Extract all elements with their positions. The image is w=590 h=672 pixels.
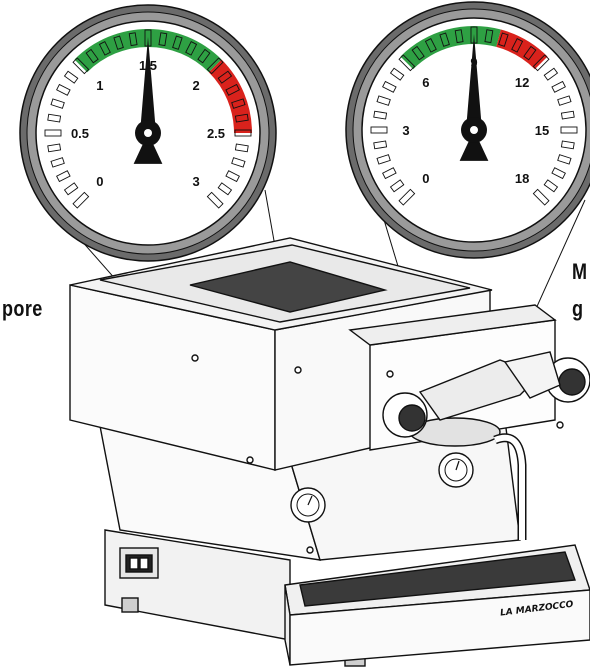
gauge-red-zone (208, 59, 252, 134)
gauge-label: 3 (402, 123, 409, 138)
gauge-label: 6 (422, 75, 429, 90)
gauge-tick (382, 80, 397, 93)
gauge-tick (398, 188, 416, 206)
callout-label-left: pore (2, 296, 43, 321)
gauge-tick (47, 143, 62, 153)
gauge-tick (424, 38, 437, 53)
gauge-green-zone (400, 25, 501, 70)
gauge-tick (50, 157, 65, 168)
gauge-tick (197, 48, 211, 64)
gauge-tick (234, 129, 252, 137)
gauge-tick (185, 41, 198, 56)
gauge-tick (560, 140, 575, 150)
gauge-tick (389, 67, 405, 81)
gauge-red-zone (496, 29, 548, 70)
gauge-tick (543, 179, 559, 193)
gauge-label: 2.5 (207, 126, 225, 141)
callout-label-right-line1: M (572, 259, 588, 284)
gauge-tick (484, 29, 494, 44)
gauge-tick (47, 113, 62, 123)
gauge-tick (225, 170, 240, 183)
gauge-tick (389, 179, 405, 193)
gauge-tick (231, 157, 246, 168)
gauge-tick (85, 48, 99, 64)
gauge-tick (376, 95, 391, 106)
gauge-tick (217, 182, 233, 196)
gauge-tick (382, 167, 397, 180)
gauge-tick (498, 32, 509, 47)
gauge-tick (98, 41, 111, 56)
pressure-gauge-left: 00.511.522.53 (19, 4, 277, 262)
gauge-tick (532, 188, 550, 206)
gauge-tick (72, 191, 90, 209)
gauge-tick (511, 38, 524, 53)
gauge-tick (231, 98, 246, 109)
machine-body (69, 237, 590, 667)
gauge-label: 0 (96, 174, 103, 189)
gauge-tick (376, 154, 391, 165)
gauge-tick (72, 57, 90, 75)
gauge-hub-center (470, 126, 478, 134)
gauge-tick (411, 45, 425, 61)
gauge-tick (56, 83, 71, 96)
gauge-tick (557, 154, 572, 165)
gauge-needle-tail (459, 130, 489, 161)
gauge-tick (128, 32, 138, 47)
gauge-tick (217, 70, 233, 84)
gauge-needle (140, 37, 156, 133)
gauge-tick (398, 54, 416, 72)
gauge-tick (63, 70, 79, 84)
gauge-label: 0 (422, 171, 429, 186)
gauge-label: 1 (96, 78, 103, 93)
gauge-tick (551, 167, 566, 180)
gauge-tick (439, 32, 450, 47)
gauge-needle-tail (133, 133, 163, 164)
gauge-tick (373, 140, 388, 150)
gauge-green-zone (74, 29, 222, 73)
gauge-tick (543, 67, 559, 81)
gauge-tick (172, 35, 183, 50)
gauge-label: 15 (535, 123, 549, 138)
gauge-label: 12 (515, 75, 529, 90)
gauge-tick (225, 83, 240, 96)
callout-label-right-line2: g (572, 296, 584, 321)
gauge-tick (557, 95, 572, 106)
gauge-label: 18 (515, 171, 529, 186)
gauge-tick (454, 29, 464, 44)
gauge-tick (560, 126, 578, 134)
gauge-tick (158, 32, 168, 47)
gauge-tick (206, 57, 224, 75)
pressure-gauge-right: 0369121518 (345, 1, 590, 259)
gauge-tick (56, 170, 71, 183)
gauge-tick (113, 35, 124, 50)
top-grille (189, 261, 388, 313)
gauge-tick (560, 110, 575, 120)
gauge-tick (234, 113, 249, 123)
gauge-hub-center (144, 129, 152, 137)
gauge-label: 2 (192, 78, 199, 93)
gauge-tick (44, 129, 62, 137)
gauge-tick (50, 98, 65, 109)
gauge-tick (551, 80, 566, 93)
gauge-tick (523, 45, 537, 61)
gauge-tick (373, 110, 388, 120)
gauge-label: 0.5 (71, 126, 89, 141)
gauge-tick (234, 143, 249, 153)
gauge-tick (370, 126, 388, 134)
gauge-label: 3 (192, 174, 199, 189)
gauge-needle (466, 34, 482, 130)
gauge-tick (532, 54, 550, 72)
gauge-tick (206, 191, 224, 209)
gauge-tick (63, 182, 79, 196)
